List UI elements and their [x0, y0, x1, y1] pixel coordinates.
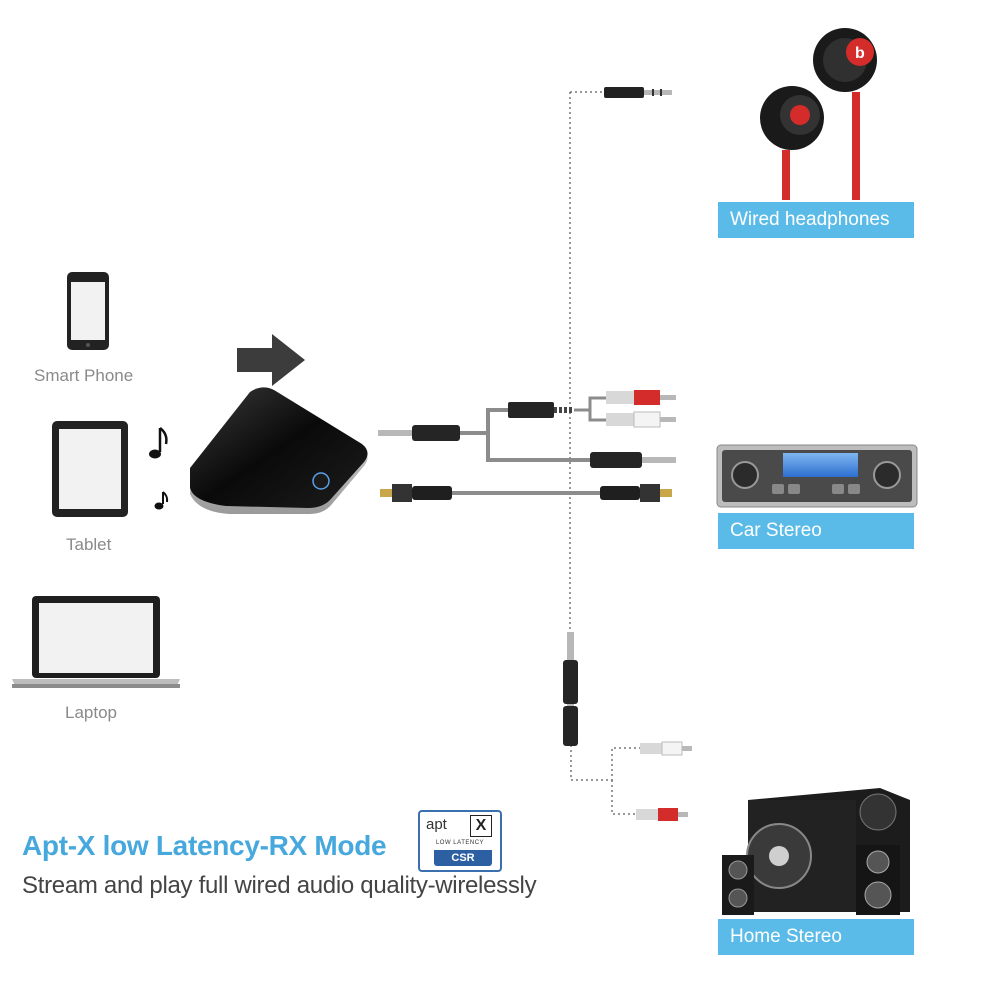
optical-cable: [380, 484, 672, 502]
home-stereo-image: [722, 788, 910, 915]
car-stereo-image: [716, 444, 918, 508]
tablet-label: Tablet: [66, 535, 112, 554]
mode-headline: Apt-X low Latency-RX Mode: [22, 830, 387, 861]
aptx-brand-text: apt: [426, 816, 447, 833]
arrow-right-icon: [237, 334, 305, 386]
y-splitter-cable: [378, 390, 676, 468]
home-stereo-tag: Home Stereo: [718, 919, 914, 955]
smartphone-icon: [67, 272, 109, 350]
aptx-maker-text: CSR: [434, 850, 492, 866]
tablet-icon: [52, 421, 128, 517]
aux-plug-headphones: [604, 87, 672, 98]
music-note-icon: [149, 427, 169, 510]
wired-headphones-image: b: [760, 28, 877, 200]
aptx-mark: X: [470, 815, 492, 837]
mode-subtitle: Stream and play full wired audio quality…: [22, 872, 537, 899]
laptop-icon: [12, 596, 180, 688]
bluetooth-receiver-device: [190, 387, 368, 514]
aptx-latency-text: LOW LATENCY: [435, 840, 485, 846]
laptop-label: Laptop: [65, 703, 117, 722]
aux-to-rca-cable: [563, 632, 692, 821]
headphones-tag: Wired headphones: [718, 202, 914, 238]
aptx-logo-badge: apt X LOW LATENCY CSR: [418, 810, 502, 872]
car-stereo-tag: Car Stereo: [718, 513, 914, 549]
smartphone-label: Smart Phone: [34, 366, 134, 385]
svg-text:b: b: [855, 45, 865, 62]
